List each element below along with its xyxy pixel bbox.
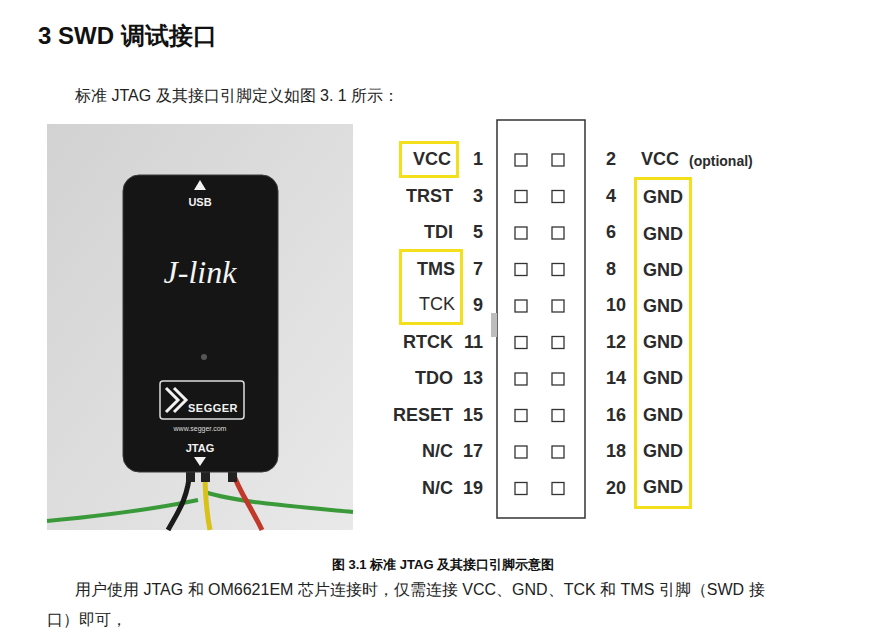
pin-square xyxy=(515,154,527,166)
pin-name: GND xyxy=(643,187,683,209)
body-text: 用户使用 JTAG 和 OM6621EM 芯片连接时，仅需连接 VCC、GND、… xyxy=(47,575,792,633)
pin-square xyxy=(515,337,527,349)
pin-square xyxy=(552,410,564,422)
pin-number: 5 xyxy=(473,222,483,244)
pin-square xyxy=(515,227,527,239)
pin-number: 4 xyxy=(606,186,616,208)
pin-name: TDI xyxy=(424,222,453,244)
pin-name: GND xyxy=(643,260,683,282)
pin-number: 8 xyxy=(606,259,616,281)
heading: 3 SWD 调试接口 xyxy=(38,22,217,51)
pin-number: 14 xyxy=(606,368,626,390)
pin-name: TMS xyxy=(417,259,455,281)
pin-name: N/C xyxy=(422,441,453,463)
pin-square xyxy=(515,300,527,312)
pin-name: GND xyxy=(643,477,683,499)
jlink-photo xyxy=(47,124,353,530)
signal-note: (optional) xyxy=(689,153,753,170)
pin-square xyxy=(552,191,564,203)
pin-name: RTCK xyxy=(403,332,453,354)
pin-name: N/C xyxy=(422,478,453,500)
device-logo: J-link xyxy=(164,253,237,291)
pin-square xyxy=(515,191,527,203)
pin-square xyxy=(552,446,564,458)
pin-number: 20 xyxy=(606,478,626,500)
pin-square xyxy=(552,264,564,276)
pin-name: GND xyxy=(643,441,683,463)
pin-number: 16 xyxy=(606,405,626,427)
pin-square xyxy=(515,483,527,495)
pin-number: 10 xyxy=(606,295,626,317)
pin-square xyxy=(552,373,564,385)
pin-square xyxy=(552,337,564,349)
pin-name: RESET xyxy=(393,405,453,427)
pin-square xyxy=(552,154,564,166)
pin-square xyxy=(552,483,564,495)
pin-number: 9 xyxy=(473,295,483,317)
device-label: USB xyxy=(188,196,211,209)
highlight-box: VCC xyxy=(399,141,459,178)
pin-number: 13 xyxy=(463,368,483,390)
pin-name: VCC xyxy=(413,149,451,171)
pin-name: GND xyxy=(643,224,683,246)
highlight-box: TMS TCK xyxy=(399,249,463,325)
pin-number: 18 xyxy=(606,441,626,463)
figure-caption: 图 3.1 标准 JTAG 及其接口引脚示意图 xyxy=(332,557,554,573)
pin-number: 2 xyxy=(606,149,616,171)
pin-square xyxy=(515,373,527,385)
pin-number: 19 xyxy=(463,478,483,500)
pin-number: 7 xyxy=(473,259,483,281)
pin-name: TCK xyxy=(419,294,455,316)
connector-header xyxy=(491,120,585,518)
pin-name: TDO xyxy=(415,368,453,390)
pin-number: 3 xyxy=(473,186,483,208)
pin-square xyxy=(515,446,527,458)
pin-number: 11 xyxy=(464,332,483,354)
pin-number: 15 xyxy=(463,405,483,427)
pin-name: GND xyxy=(643,405,683,427)
pin-name: VCC xyxy=(641,149,679,171)
pin-square xyxy=(515,410,527,422)
pin-name: GND xyxy=(643,368,683,390)
body-text: 标准 JTAG 及其接口引脚定义如图 3. 1 所示： xyxy=(75,86,399,105)
highlight-box: GND GND GND GND GND GND GND GND GND xyxy=(634,177,692,509)
pin-number: 12 xyxy=(606,332,626,354)
pin-number: 6 xyxy=(606,222,616,244)
pin-name: TRST xyxy=(406,186,453,208)
pin-square xyxy=(552,300,564,312)
device-label: JTAG xyxy=(186,442,215,455)
device-label: www.segger.com xyxy=(174,425,227,433)
pin-name: GND xyxy=(643,296,683,318)
device-logo: SEGGER xyxy=(188,402,238,415)
pin-name: GND xyxy=(643,332,683,354)
pin-number: 17 xyxy=(463,441,483,463)
pin-number: 1 xyxy=(473,149,483,171)
pin-square xyxy=(552,227,564,239)
pin-square xyxy=(515,264,527,276)
